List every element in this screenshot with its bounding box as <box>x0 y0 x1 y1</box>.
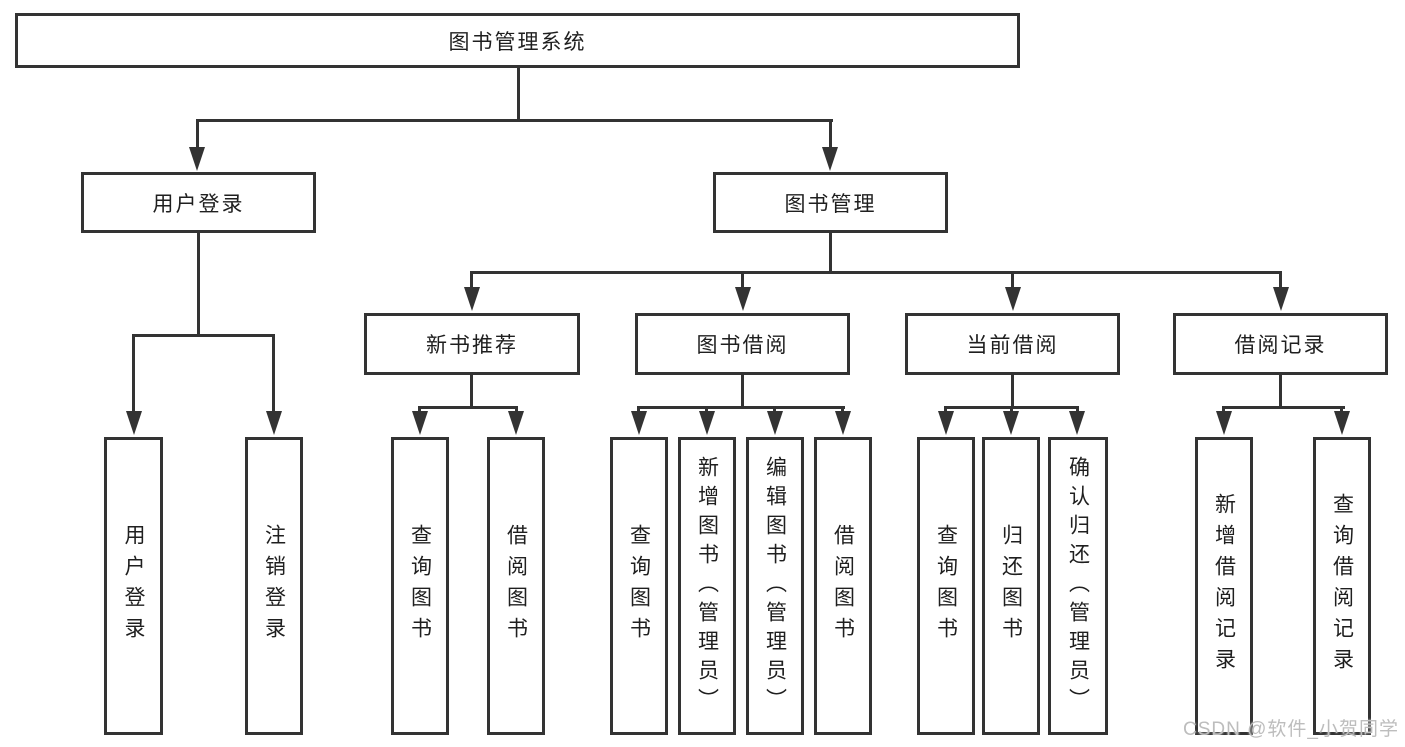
node-new-book-recommend: 新书推荐 <box>364 313 580 375</box>
leaf-logout-label: 注销登录 <box>262 524 286 648</box>
arrow-down-icon <box>464 287 480 311</box>
node-root-label: 图书管理系统 <box>448 30 587 54</box>
connector-bookmgmt-stub-2 <box>741 271 744 289</box>
arrow-down-icon <box>189 147 205 171</box>
connector-bookborrow-drop <box>741 375 744 408</box>
arrow-down-icon <box>1216 411 1232 435</box>
leaf-borrow-borrow-books: 借阅图书 <box>814 437 872 735</box>
arrow-down-icon <box>938 411 954 435</box>
node-user-login: 用户登录 <box>81 172 316 233</box>
arrow-down-icon <box>1273 287 1289 311</box>
arrow-down-icon <box>508 411 524 435</box>
connector-bookmgmt-stub-1 <box>470 271 473 289</box>
connector-bookmgmt-drop <box>829 233 832 274</box>
connector-currentborrow-stub-1 <box>944 406 947 414</box>
node-current-borrow: 当前借阅 <box>905 313 1120 375</box>
arrow-down-icon <box>822 147 838 171</box>
arrow-down-icon <box>126 411 142 435</box>
leaf-logout: 注销登录 <box>245 437 303 735</box>
leaf-borrow-query-books: 查询图书 <box>610 437 668 735</box>
connector-userlogin-stub-2 <box>272 334 275 414</box>
connector-newbooks-stub-2 <box>515 406 518 414</box>
connector-root-bar <box>197 119 833 122</box>
node-book-management-label: 图书管理 <box>784 192 877 216</box>
arrow-down-icon <box>266 411 282 435</box>
node-borrow-records-label: 借阅记录 <box>1234 334 1327 357</box>
connector-bookmgmt-stub-4 <box>1279 271 1282 289</box>
connector-userlogin-bar <box>132 334 275 337</box>
leaf-borrow-add-books-admin: 新增图书（管理员） <box>678 437 736 735</box>
node-new-book-recommend-label: 新书推荐 <box>426 334 518 357</box>
connector-userlogin-stub-1 <box>132 334 135 414</box>
leaf-borrow-add-books-admin-label: 新增图书（管理员） <box>695 455 719 717</box>
connector-bookborrow-stub-4 <box>841 406 844 414</box>
node-book-borrow: 图书借阅 <box>635 313 850 375</box>
connector-bookmgmt-bar <box>470 271 1282 274</box>
leaf-user-login: 用户登录 <box>104 437 163 735</box>
arrow-down-icon <box>1005 287 1021 311</box>
connector-root-drop <box>517 68 520 121</box>
leaf-current-return-books: 归还图书 <box>982 437 1040 735</box>
connector-currentborrow-stub-2 <box>1010 406 1013 414</box>
arrow-down-icon <box>1334 411 1350 435</box>
connector-bookmgmt-stub-3 <box>1011 271 1014 289</box>
arrow-down-icon <box>767 411 783 435</box>
leaf-records-query-record: 查询借阅记录 <box>1313 437 1371 735</box>
leaf-records-add-record: 新增借阅记录 <box>1195 437 1253 735</box>
connector-bookborrow-stub-2 <box>705 406 708 414</box>
leaf-borrow-query-books-label: 查询图书 <box>627 524 651 648</box>
leaf-newbooks-query-books-label: 查询图书 <box>408 524 432 648</box>
connector-bookborrow-stub-3 <box>773 406 776 414</box>
connector-bookborrow-bar <box>637 406 845 409</box>
leaf-current-query-books: 查询图书 <box>917 437 975 735</box>
arrow-down-icon <box>412 411 428 435</box>
leaf-newbooks-borrow-books-label: 借阅图书 <box>504 524 528 648</box>
watermark: CSDN @软件_小贺同学 <box>1183 719 1399 740</box>
node-user-login-label: 用户登录 <box>152 192 245 216</box>
leaf-current-confirm-return-admin-label: 确认归还（管理员） <box>1066 455 1090 717</box>
connector-records-bar <box>1222 406 1345 409</box>
connector-records-drop <box>1279 375 1282 408</box>
leaf-current-return-books-label: 归还图书 <box>999 524 1023 648</box>
node-book-borrow-label: 图书借阅 <box>696 334 789 357</box>
leaf-user-login-label: 用户登录 <box>122 524 145 648</box>
node-borrow-records: 借阅记录 <box>1173 313 1388 375</box>
connector-userlogin-drop <box>197 233 200 336</box>
leaf-records-query-record-label: 查询借阅记录 <box>1330 493 1354 679</box>
connector-root-stub-right <box>829 119 832 149</box>
leaf-newbooks-borrow-books: 借阅图书 <box>487 437 545 735</box>
node-book-management: 图书管理 <box>713 172 948 233</box>
arrow-down-icon <box>1003 411 1019 435</box>
connector-currentborrow-drop <box>1011 375 1014 408</box>
arrow-down-icon <box>631 411 647 435</box>
leaf-borrow-edit-books-admin: 编辑图书（管理员） <box>746 437 804 735</box>
arrow-down-icon <box>699 411 715 435</box>
connector-newbooks-bar <box>418 406 518 409</box>
connector-newbooks-drop <box>470 375 473 408</box>
connector-bookborrow-stub-1 <box>637 406 640 414</box>
node-root: 图书管理系统 <box>15 13 1020 68</box>
connector-newbooks-stub-1 <box>418 406 421 414</box>
node-current-borrow-label: 当前借阅 <box>966 334 1059 357</box>
leaf-newbooks-query-books: 查询图书 <box>391 437 449 735</box>
leaf-current-confirm-return-admin: 确认归还（管理员） <box>1048 437 1108 735</box>
leaf-current-query-books-label: 查询图书 <box>934 524 958 648</box>
connector-records-stub-1 <box>1222 406 1225 414</box>
arrow-down-icon <box>735 287 751 311</box>
leaf-borrow-borrow-books-label: 借阅图书 <box>831 524 855 648</box>
arrow-down-icon <box>835 411 851 435</box>
leaf-borrow-edit-books-admin-label: 编辑图书（管理员） <box>763 455 787 717</box>
arrow-down-icon <box>1069 411 1085 435</box>
leaf-records-add-record-label: 新增借阅记录 <box>1212 493 1236 679</box>
connector-records-stub-2 <box>1340 406 1343 414</box>
connector-currentborrow-stub-3 <box>1076 406 1079 414</box>
connector-root-stub-left <box>196 119 199 149</box>
